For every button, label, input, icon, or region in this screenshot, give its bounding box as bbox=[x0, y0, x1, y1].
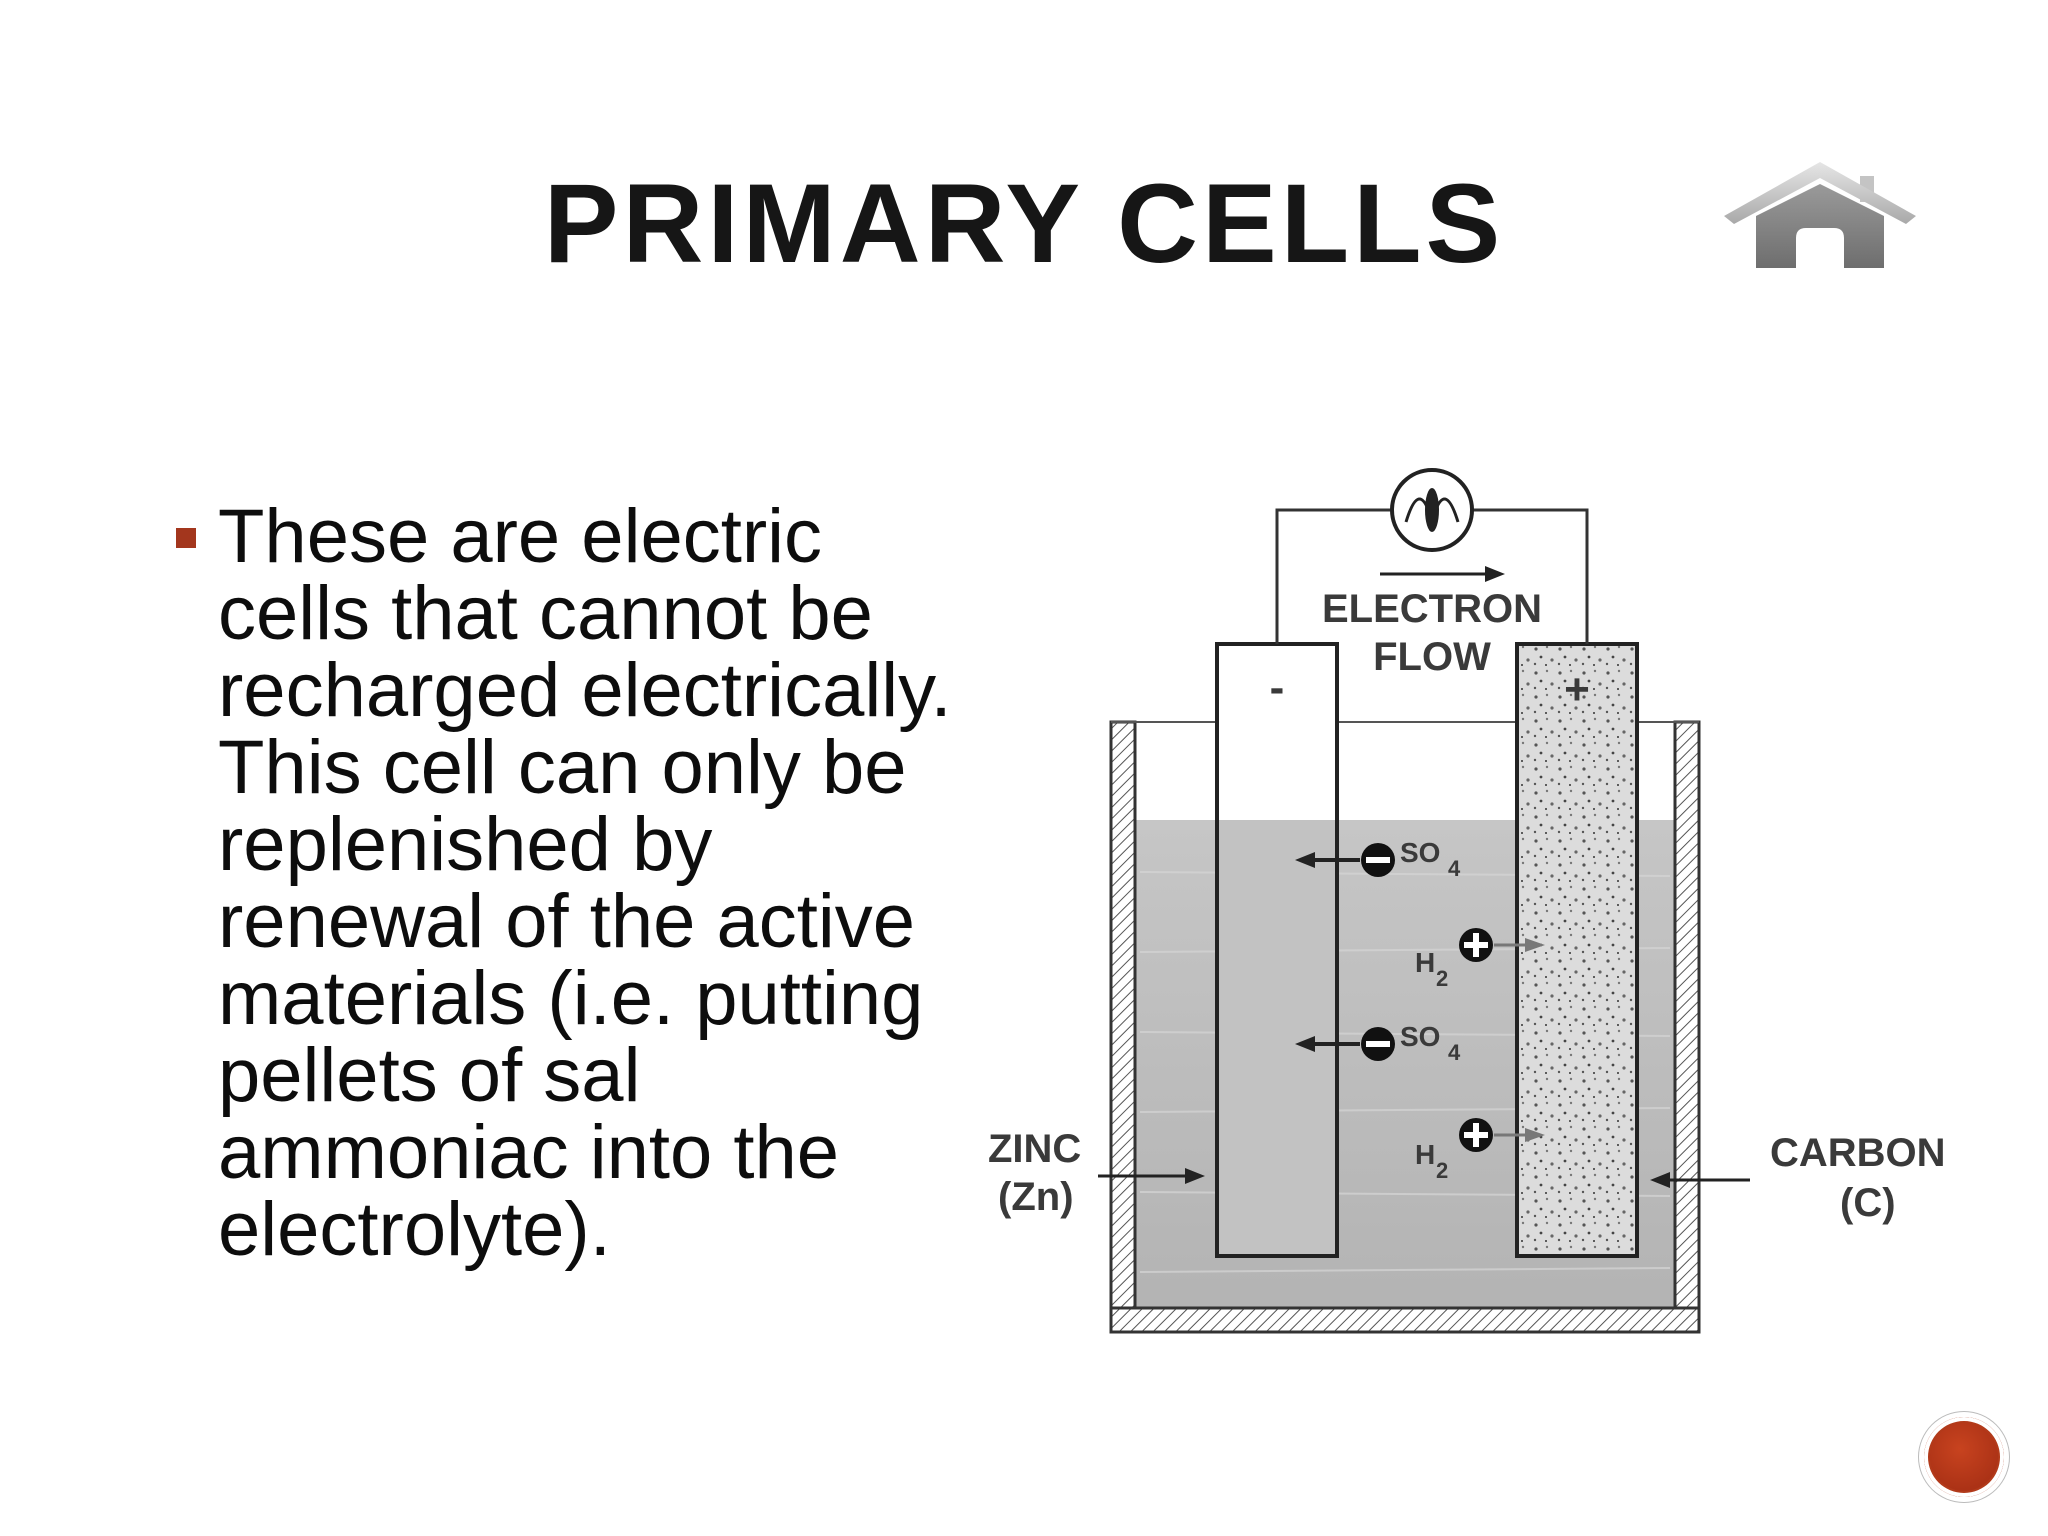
sulfate-ion: SO 4 bbox=[1295, 1021, 1461, 1065]
svg-text:H: H bbox=[1415, 947, 1435, 978]
home-icon[interactable] bbox=[1722, 158, 1918, 270]
svg-text:4: 4 bbox=[1448, 856, 1461, 881]
svg-text:H: H bbox=[1415, 1139, 1435, 1170]
circle-nav-button[interactable] bbox=[1919, 1412, 2009, 1502]
cell-container bbox=[1109, 720, 1701, 1334]
svg-text:SO: SO bbox=[1400, 837, 1440, 868]
carbon-electrode bbox=[1515, 642, 1639, 1258]
svg-text:4: 4 bbox=[1448, 1040, 1461, 1065]
sulfate-ion: SO 4 bbox=[1295, 837, 1461, 881]
nav-button-inner bbox=[1924, 1417, 2004, 1497]
electron-flow-label: ELECTRON bbox=[1322, 587, 1542, 631]
bullet-text: These are electric cells that cannot be … bbox=[218, 494, 952, 1272]
svg-text:2: 2 bbox=[1436, 966, 1448, 991]
negative-sign: - bbox=[1270, 663, 1285, 712]
bullet-marker bbox=[176, 528, 196, 548]
hydrogen-ion: H 2 bbox=[1415, 928, 1545, 991]
primary-cell-diagram: - + ELECTRON FLOW SO 4 H 2 SO 4 bbox=[988, 468, 1946, 1334]
page-title: PRIMARY CELLS bbox=[543, 161, 1505, 286]
meter-icon bbox=[1390, 468, 1474, 552]
hydrogen-ion: H 2 bbox=[1415, 1118, 1545, 1183]
zinc-symbol: (Zn) bbox=[998, 1175, 1074, 1219]
carbon-label: CARBON bbox=[1770, 1131, 1946, 1175]
carbon-symbol: (C) bbox=[1840, 1181, 1896, 1225]
svg-text:SO: SO bbox=[1400, 1021, 1440, 1052]
electron-flow-label-2: FLOW bbox=[1373, 635, 1491, 679]
positive-sign: + bbox=[1564, 665, 1590, 714]
zinc-label: ZINC bbox=[988, 1127, 1081, 1171]
svg-text:2: 2 bbox=[1436, 1158, 1448, 1183]
